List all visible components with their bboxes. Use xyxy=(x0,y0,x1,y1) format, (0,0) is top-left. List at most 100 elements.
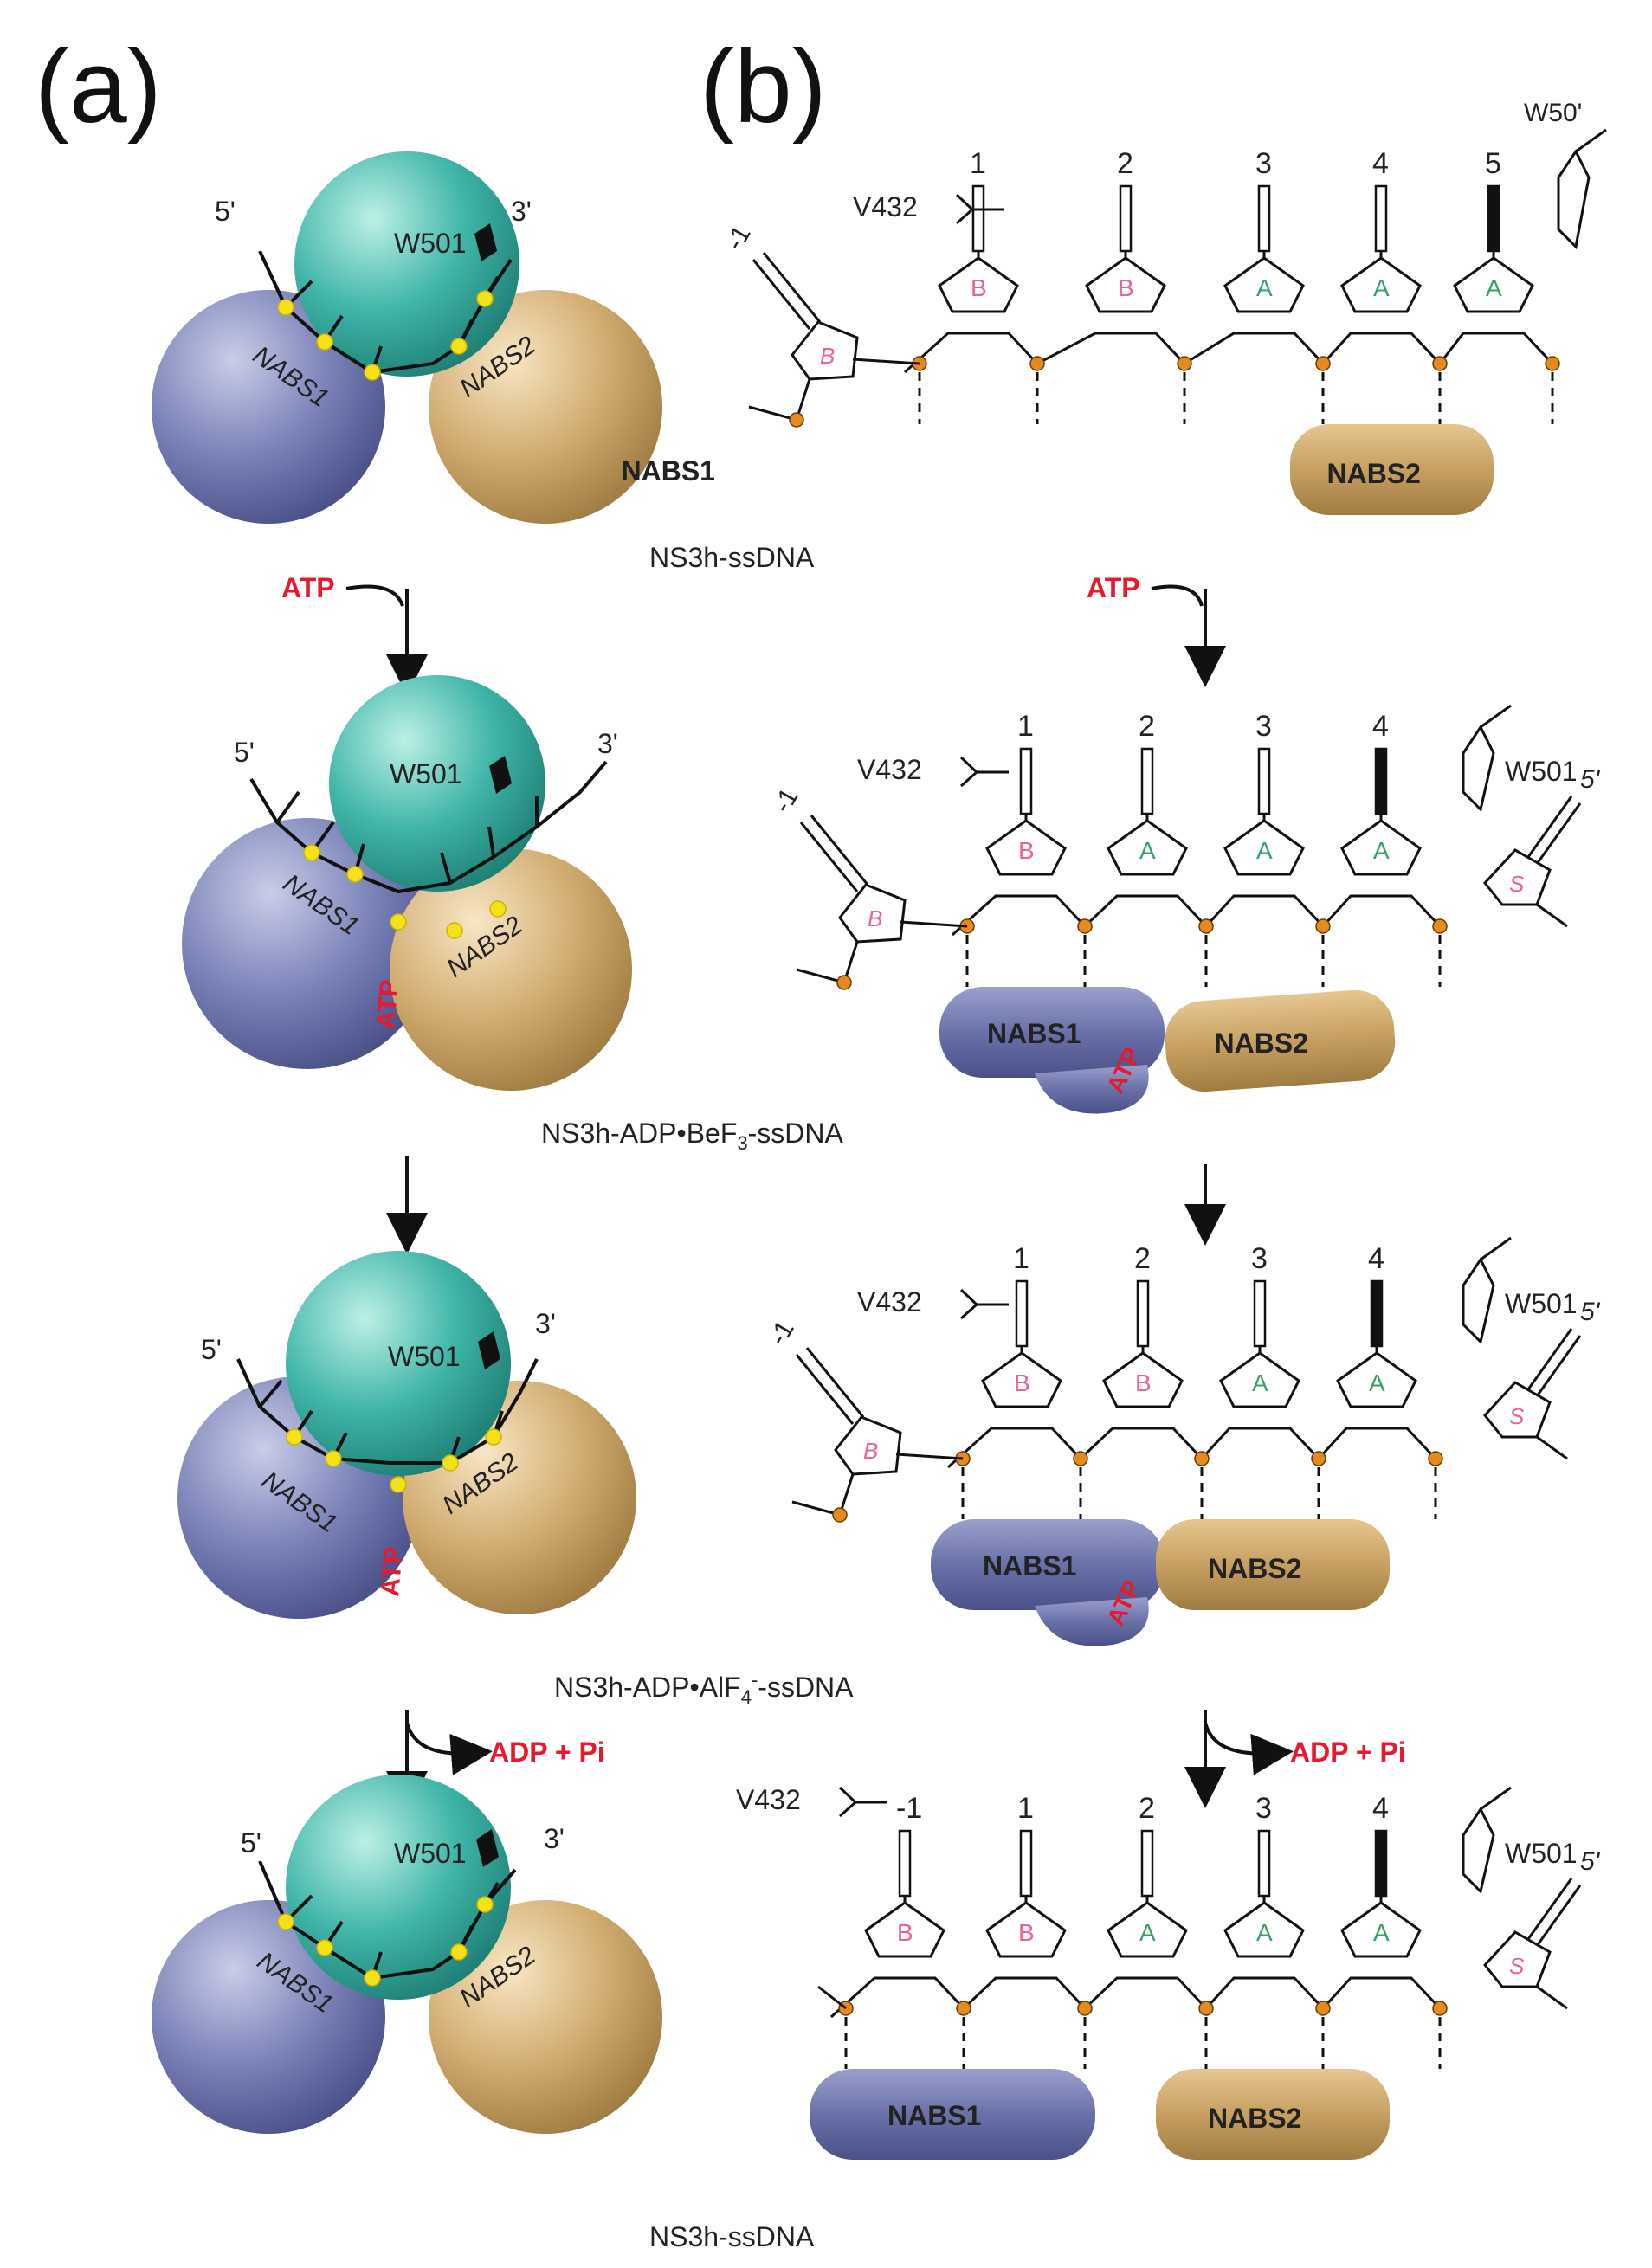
nucleotide-number: 3 xyxy=(1255,1792,1272,1825)
contact-dot xyxy=(485,1428,502,1446)
nabs2-label: NABS2 xyxy=(1215,1028,1308,1059)
base-stem xyxy=(810,815,869,886)
base-conformation-label: B xyxy=(863,1438,878,1464)
nucleotide-number: 4 xyxy=(1372,147,1389,180)
nucleotide-number: 3 xyxy=(1255,710,1272,743)
phosphate xyxy=(1545,356,1560,371)
base-stem xyxy=(762,252,822,323)
sugar-ring xyxy=(1340,1901,1422,1958)
stage-caption-3: NS3h-ADP•AlF4--ssDNA xyxy=(554,1669,854,1708)
base-conformation-label: B xyxy=(1014,1369,1030,1396)
contact-dot xyxy=(346,866,364,883)
phosphate xyxy=(1311,1451,1326,1466)
domain-1b xyxy=(294,151,519,377)
sugar-ring xyxy=(1483,1381,1552,1439)
base-stem xyxy=(1257,184,1271,253)
phosphate xyxy=(1315,918,1331,934)
sugar-ring xyxy=(1453,256,1534,313)
contact-dot xyxy=(277,299,294,316)
nucleotide-number: 5 xyxy=(1485,147,1501,180)
base-conformation-label: A xyxy=(1256,1919,1273,1946)
sugar-phosphate-backbone xyxy=(903,332,1554,374)
w501-residue xyxy=(478,1331,500,1369)
ssdna-strand xyxy=(258,250,513,375)
base-conformation-label: A xyxy=(1139,1919,1156,1946)
nabs2-label: NABS2 xyxy=(1327,458,1421,489)
phosphate xyxy=(1432,2001,1448,2016)
nabs1-label: NABS1 xyxy=(887,2100,981,2131)
w501-residue xyxy=(1462,1786,1512,1894)
phosphate xyxy=(956,2001,971,2016)
backbone xyxy=(796,968,845,984)
adp-pi-label: ADP + Pi xyxy=(489,1736,605,1768)
nucleotide-number: 1 xyxy=(970,147,986,180)
base-stem xyxy=(1015,1279,1029,1348)
nabs1-label: NABS1 xyxy=(987,1018,1081,1049)
base-conformation-label: B xyxy=(1018,837,1035,864)
three-prime-label: 3' xyxy=(544,1823,565,1854)
w501-residue xyxy=(489,756,512,794)
nabs2-label: NABS2 xyxy=(1208,2103,1301,2134)
atp-lobe xyxy=(1035,1065,1149,1114)
ssdna-strand xyxy=(249,760,608,894)
base-stem xyxy=(1526,1328,1573,1390)
nucleotide-number: 2 xyxy=(1139,1792,1155,1825)
nucleotide-number: -1 xyxy=(896,1792,922,1825)
contact-dot xyxy=(364,364,381,381)
atp-site-label: ATP xyxy=(376,1545,409,1597)
sugar-ring xyxy=(1340,819,1422,876)
base-conformation-label: B xyxy=(820,343,835,369)
sugar-label: S xyxy=(1509,1953,1525,1979)
base-stem xyxy=(752,259,811,330)
backbone xyxy=(817,1985,847,2010)
base-conformation-label: B xyxy=(1118,274,1134,301)
w501-label: W501 xyxy=(1505,756,1578,787)
base-conformation-label: B xyxy=(1135,1369,1152,1396)
contact-dot xyxy=(442,1454,459,1472)
w501-label: W501 xyxy=(394,228,467,259)
nabs2-pad xyxy=(1156,2069,1390,2160)
phosphate xyxy=(1029,356,1045,371)
five-prime-label: 5' xyxy=(201,1334,222,1365)
sugar-ring xyxy=(1223,1901,1305,1958)
base-conformation-label: A xyxy=(1252,1369,1268,1396)
phosphate xyxy=(1315,356,1331,371)
domain-2 xyxy=(429,290,662,524)
phosphate xyxy=(1077,918,1093,934)
arrow-atp-a: ATP xyxy=(281,572,428,696)
v432-label: V432 xyxy=(853,191,918,222)
nabs1-pad xyxy=(931,1519,1165,1610)
three-prime-label: 3' xyxy=(535,1308,556,1339)
sugar-ring xyxy=(985,1901,1067,1958)
base-stem xyxy=(1535,1885,1582,1947)
stage-a2: W501 5' 3' NABS1 NABS2 ATP NS3h-ADP•BeF3… xyxy=(182,675,844,1154)
domain-2 xyxy=(390,848,632,1091)
atp-reagent-label: ATP xyxy=(281,572,335,603)
base-conformation-label: B xyxy=(897,1919,913,1946)
sugar-phosphate-backbone xyxy=(951,894,1442,937)
panel-label-a: (a) xyxy=(35,29,162,145)
base-conformation-label: B xyxy=(868,905,882,931)
base-stem xyxy=(1019,747,1033,815)
contact-dot xyxy=(316,333,333,351)
phosphate xyxy=(1198,918,1214,934)
phosphate xyxy=(1077,2001,1093,2016)
base-stem xyxy=(1257,747,1271,815)
nabs1-label: NABS1 xyxy=(983,1550,1076,1582)
phosphate xyxy=(832,1507,848,1523)
phosphate xyxy=(1177,356,1192,371)
base-stem xyxy=(1019,1829,1033,1898)
v432-label: V432 xyxy=(736,1784,801,1815)
phosphate xyxy=(1073,1451,1088,1466)
five-prime-label: 5' xyxy=(1580,1298,1601,1326)
contact-dot xyxy=(303,844,320,861)
backbone xyxy=(791,1500,841,1517)
sugar-ring xyxy=(985,819,1067,876)
base-stem xyxy=(805,1347,865,1418)
stage-a4: W501 5' 3' NABS1 NABS2 xyxy=(152,1775,662,2134)
phosphate xyxy=(789,412,804,428)
contact-dot xyxy=(450,338,468,355)
nucleotide-number: 3 xyxy=(1255,147,1272,180)
w501-residue xyxy=(476,1829,499,1867)
